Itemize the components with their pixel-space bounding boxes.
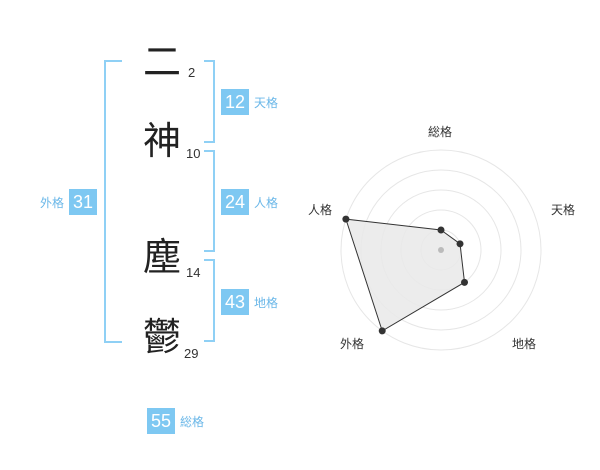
radar-label-chikaku: 地格: [512, 337, 537, 351]
jinkaku-value: 24: [221, 189, 249, 215]
soukaku-badge: 55 総格: [147, 408, 204, 434]
stroke-count-4: 29: [184, 346, 199, 361]
radar-center-dot: [438, 247, 444, 253]
radar-ring: [340, 149, 542, 351]
jinkaku-badge: 24 人格: [221, 189, 278, 215]
chikaku-bracket: [204, 259, 215, 342]
radar-polygon: [345, 218, 466, 332]
stroke-count-2: 10: [186, 146, 201, 161]
stroke-count-3: 14: [186, 265, 201, 280]
radar-label-soukaku: 総格: [428, 125, 453, 139]
tenkaku-badge: 12 天格: [221, 89, 278, 115]
tenkaku-bracket: [204, 60, 215, 143]
tenkaku-value: 12: [221, 89, 249, 115]
gaikaku-badge: 外格 31: [40, 189, 98, 215]
tenkaku-label: 天格: [254, 95, 279, 110]
radar-points: [342, 215, 469, 335]
jinkaku-bracket: [204, 150, 215, 252]
radar-point-5: [342, 215, 350, 223]
radar-label-jinkaku: 人格: [308, 203, 333, 217]
chikaku-label: 地格: [254, 295, 279, 310]
name-char-2: 神: [143, 119, 182, 163]
stroke-count-1: 2: [188, 65, 196, 80]
jinkaku-label: 人格: [254, 195, 279, 210]
radar-point-1: [437, 226, 445, 234]
radar-point-2: [456, 240, 464, 248]
name-char-3: 塵: [143, 235, 182, 279]
soukaku-label: 総格: [180, 414, 205, 429]
chikaku-value: 43: [221, 289, 249, 315]
radar-point-4: [378, 327, 386, 335]
soukaku-value: 55: [147, 408, 175, 434]
radar-label-tenkaku: 天格: [551, 203, 576, 217]
gaikaku-label: 外格: [40, 195, 65, 210]
name-char-4: 鬱: [143, 315, 182, 359]
gaikaku-value: 31: [69, 189, 98, 215]
radar-label-gaikaku: 外格: [340, 337, 365, 351]
chikaku-badge: 43 地格: [221, 289, 278, 315]
radar-point-3: [461, 278, 469, 286]
gaikaku-bracket: [104, 60, 122, 343]
name-char-1: 二: [143, 40, 182, 84]
